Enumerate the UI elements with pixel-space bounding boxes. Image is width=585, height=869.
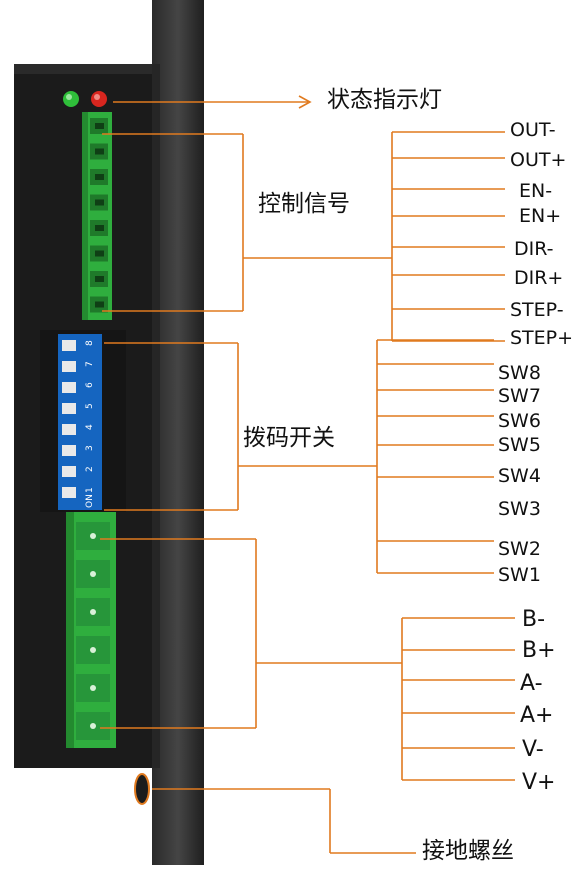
- pin-label-step-minus: STEP-: [510, 301, 564, 320]
- switch-label-sw1: SW1: [498, 566, 541, 585]
- dip-switch-label: 拨码开关: [243, 427, 335, 450]
- dip-lever: [62, 361, 76, 372]
- dip-number: 1: [85, 487, 95, 493]
- switch-label-sw8: SW8: [498, 364, 541, 383]
- pin-label-out-minus: OUT-: [510, 121, 556, 140]
- power-label-v-plus: V+: [522, 772, 555, 794]
- pin-label-dir-minus: DIR-: [514, 240, 554, 259]
- pin-label-en-minus: EN-: [519, 182, 552, 201]
- dip-on-label: ON: [85, 494, 95, 508]
- power-label-b-minus: B-: [522, 609, 545, 631]
- dip-lever: [62, 466, 76, 477]
- power-label-a-plus: A+: [520, 705, 553, 727]
- dip-number: 3: [85, 445, 95, 451]
- dip-number: 2: [85, 466, 95, 472]
- dip-number: 6: [85, 382, 95, 388]
- pin-label-out-plus: OUT+: [510, 151, 566, 170]
- dip-number: 7: [85, 361, 95, 367]
- ground-screw-label: 接地螺丝: [422, 840, 514, 863]
- ground-screw-icon: [135, 774, 149, 804]
- switch-label-sw3: SW3: [498, 500, 541, 519]
- dip-lever: [62, 424, 76, 435]
- control-signal-label: 控制信号: [258, 193, 350, 216]
- dip-lever: [62, 445, 76, 456]
- dip-lever: [62, 340, 76, 351]
- pin-label-step-plus: STEP+: [510, 329, 573, 348]
- switch-label-sw6: SW6: [498, 412, 541, 431]
- dip-number: 8: [85, 340, 95, 346]
- dip-switch: [58, 334, 102, 510]
- switch-label-sw7: SW7: [498, 387, 541, 406]
- pin-label-en-plus: EN+: [519, 207, 561, 226]
- power-label-a-minus: A-: [520, 673, 543, 695]
- dip-lever: [62, 382, 76, 393]
- status-led-label: 状态指示灯: [327, 89, 442, 112]
- power-label-v-minus: V-: [522, 739, 544, 761]
- dip-number: 4: [85, 424, 95, 430]
- dip-lever: [62, 487, 76, 498]
- switch-label-sw2: SW2: [498, 540, 541, 559]
- switch-label-sw5: SW5: [498, 436, 541, 455]
- power-label-b-plus: B+: [522, 640, 556, 662]
- dip-lever: [62, 403, 76, 414]
- switch-label-sw4: SW4: [498, 467, 541, 486]
- dip-number: 5: [85, 403, 95, 409]
- pin-label-dir-plus: DIR+: [514, 269, 563, 288]
